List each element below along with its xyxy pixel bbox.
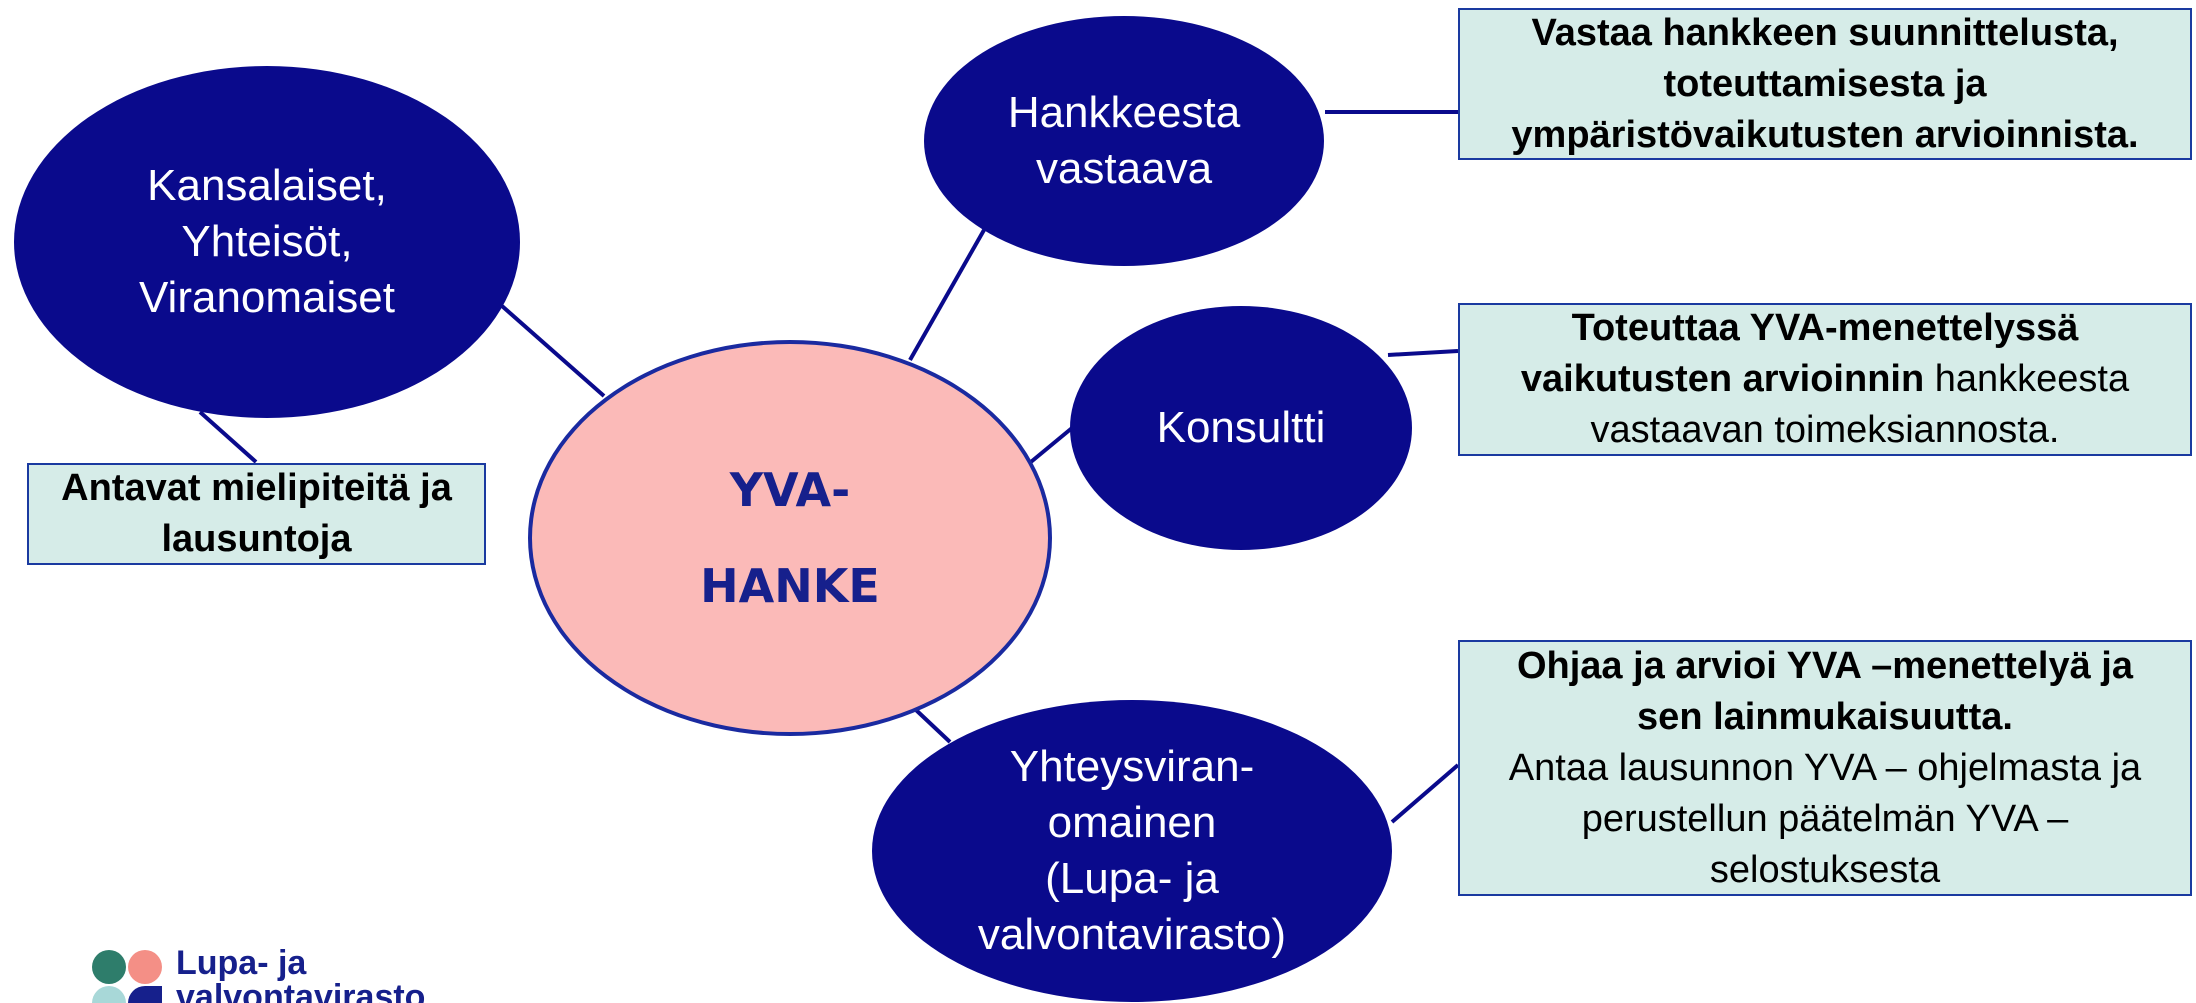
logo: Lupa- ja valvontavirasto xyxy=(88,946,488,1003)
node-kansalaiset-line: Viranomaiset xyxy=(139,273,395,322)
line-kansalaiset-box xyxy=(198,410,258,464)
box-vastaa-line: Vastaa hankkeen suunnittelusta, xyxy=(1531,11,2119,54)
logo-text: Lupa- ja valvontavirasto xyxy=(176,946,425,1003)
line-kansalaiset-center xyxy=(500,304,606,398)
box-ohjaa-line: perustellun päätelmän YVA – xyxy=(1581,797,2069,840)
box-toteuttaa-line-3: vastaavan toimeksiannosta. xyxy=(1590,409,2060,451)
node-hankkeesta-vastaava: Hankkeesta vastaava xyxy=(924,16,1324,266)
center-line-1: YVA- xyxy=(729,463,851,517)
box-toteuttaa: Toteuttaa YVA-menettelyssä vaikutusten a… xyxy=(1458,303,2192,456)
node-kansalaiset: Kansalaiset, Yhteisöt, Viranomaiset xyxy=(14,66,520,418)
node-yhteys-line: Yhteysviran- xyxy=(1009,742,1255,791)
line-yhteys-center xyxy=(914,708,952,744)
box-ohjaa: Ohjaa ja arvioi YVA –menettelyä ja sen l… xyxy=(1458,640,2192,896)
node-yva-hanke: YVA- HANKE xyxy=(528,340,1052,736)
node-yhteys-line: valvontavirasto) xyxy=(977,910,1287,959)
box-toteuttaa-line-2: vaikutusten arvioinnin hankkeesta xyxy=(1460,354,2190,405)
box-ohjaa-line: selostuksesta xyxy=(1709,848,1941,891)
line-konsultti-center xyxy=(1024,426,1074,468)
node-kansalaiset-line: Kansalaiset, xyxy=(147,161,387,210)
node-hankkeesta-line: vastaava xyxy=(1035,144,1213,193)
box-mielipiteita-line: lausuntoja xyxy=(161,518,352,560)
box-vastaa: Vastaa hankkeen suunnittelusta, toteutta… xyxy=(1458,8,2192,160)
logo-line-1: Lupa- ja xyxy=(176,946,307,982)
logo-dot-icon xyxy=(92,986,126,1003)
logo-dot-icon xyxy=(128,986,162,1003)
line-yhteys-box xyxy=(1390,763,1460,824)
box-vastaa-line: toteuttamisesta ja xyxy=(1663,62,1987,105)
node-konsultti: Konsultti xyxy=(1070,306,1412,550)
node-hankkeesta-line: Hankkeesta xyxy=(1007,88,1241,137)
box-ohjaa-line: Antaa lausunnon YVA – ohjelmasta ja xyxy=(1508,746,2142,789)
logo-dot-icon xyxy=(92,950,126,984)
node-yhteys-line: omainen xyxy=(1047,798,1217,847)
logo-dot-icon xyxy=(128,950,162,984)
box-vastaa-line: ympäristövaikutusten arvioinnista. xyxy=(1511,113,2139,156)
node-kansalaiset-line: Yhteisöt, xyxy=(181,217,353,266)
logo-line-2: valvontavirasto xyxy=(176,978,426,1003)
node-yhteysviranomainen: Yhteysviran- omainen (Lupa- ja valvontav… xyxy=(872,700,1392,1002)
box-toteuttaa-line-2-rest: hankkeesta xyxy=(1924,358,2130,400)
box-ohjaa-bold-line: Ohjaa ja arvioi YVA –menettelyä ja xyxy=(1516,644,2134,687)
line-hankkeesta-center xyxy=(908,229,986,361)
box-ohjaa-bold-line: sen lainmukaisuutta. xyxy=(1637,695,2013,738)
line-konsultti-box xyxy=(1387,349,1459,357)
box-mielipiteita-line: Antavat mielipiteitä ja xyxy=(61,467,452,509)
box-toteuttaa-line-1: Toteuttaa YVA-menettelyssä xyxy=(1571,307,2079,349)
node-yhteys-line: (Lupa- ja xyxy=(1045,854,1219,903)
center-line-2: HANKE xyxy=(700,559,880,613)
node-konsultti-label: Konsultti xyxy=(1156,403,1326,452)
box-mielipiteita: Antavat mielipiteitä ja lausuntoja xyxy=(27,463,486,565)
box-toteuttaa-line-2-bold: vaikutusten arvioinnin xyxy=(1520,358,1925,400)
